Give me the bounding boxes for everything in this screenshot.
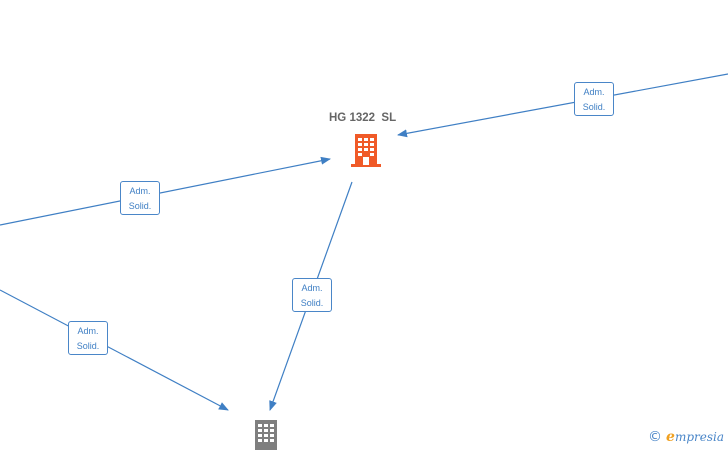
edge-label-line2: Solid. xyxy=(582,102,606,112)
edge-line-top-right xyxy=(397,73,728,138)
logo-e-letter: e xyxy=(666,429,675,445)
edge-label-left[interactable]: Adm. Solid. xyxy=(120,181,160,215)
logo-rest: mpresia xyxy=(674,430,724,444)
empresia-watermark: © empresia xyxy=(648,429,724,445)
edge-label-company-to-bottom[interactable]: Adm. Solid. xyxy=(292,278,332,312)
edge-line-left-lower xyxy=(0,289,229,411)
edge-label-top-right[interactable]: Adm. Solid. xyxy=(574,82,614,116)
building-icon[interactable] xyxy=(349,131,383,168)
edge-label-line1: Adm. xyxy=(301,283,323,293)
edge-label-line1: Adm. xyxy=(583,87,605,97)
edge-label-line2: Solid. xyxy=(76,341,100,351)
empresia-logo: empresia xyxy=(666,429,724,445)
company-node-title[interactable]: HG 1322 SL xyxy=(329,112,397,124)
building-icon[interactable] xyxy=(252,418,280,450)
edge-label-line2: Solid. xyxy=(128,201,152,211)
edge-line-left xyxy=(0,156,331,226)
edge-label-left-lower[interactable]: Adm. Solid. xyxy=(68,321,108,355)
copyright-symbol: © xyxy=(648,429,663,445)
edge-label-line2: Solid. xyxy=(300,298,324,308)
edge-label-line1: Adm. xyxy=(129,186,151,196)
edge-label-line1: Adm. xyxy=(77,326,99,336)
